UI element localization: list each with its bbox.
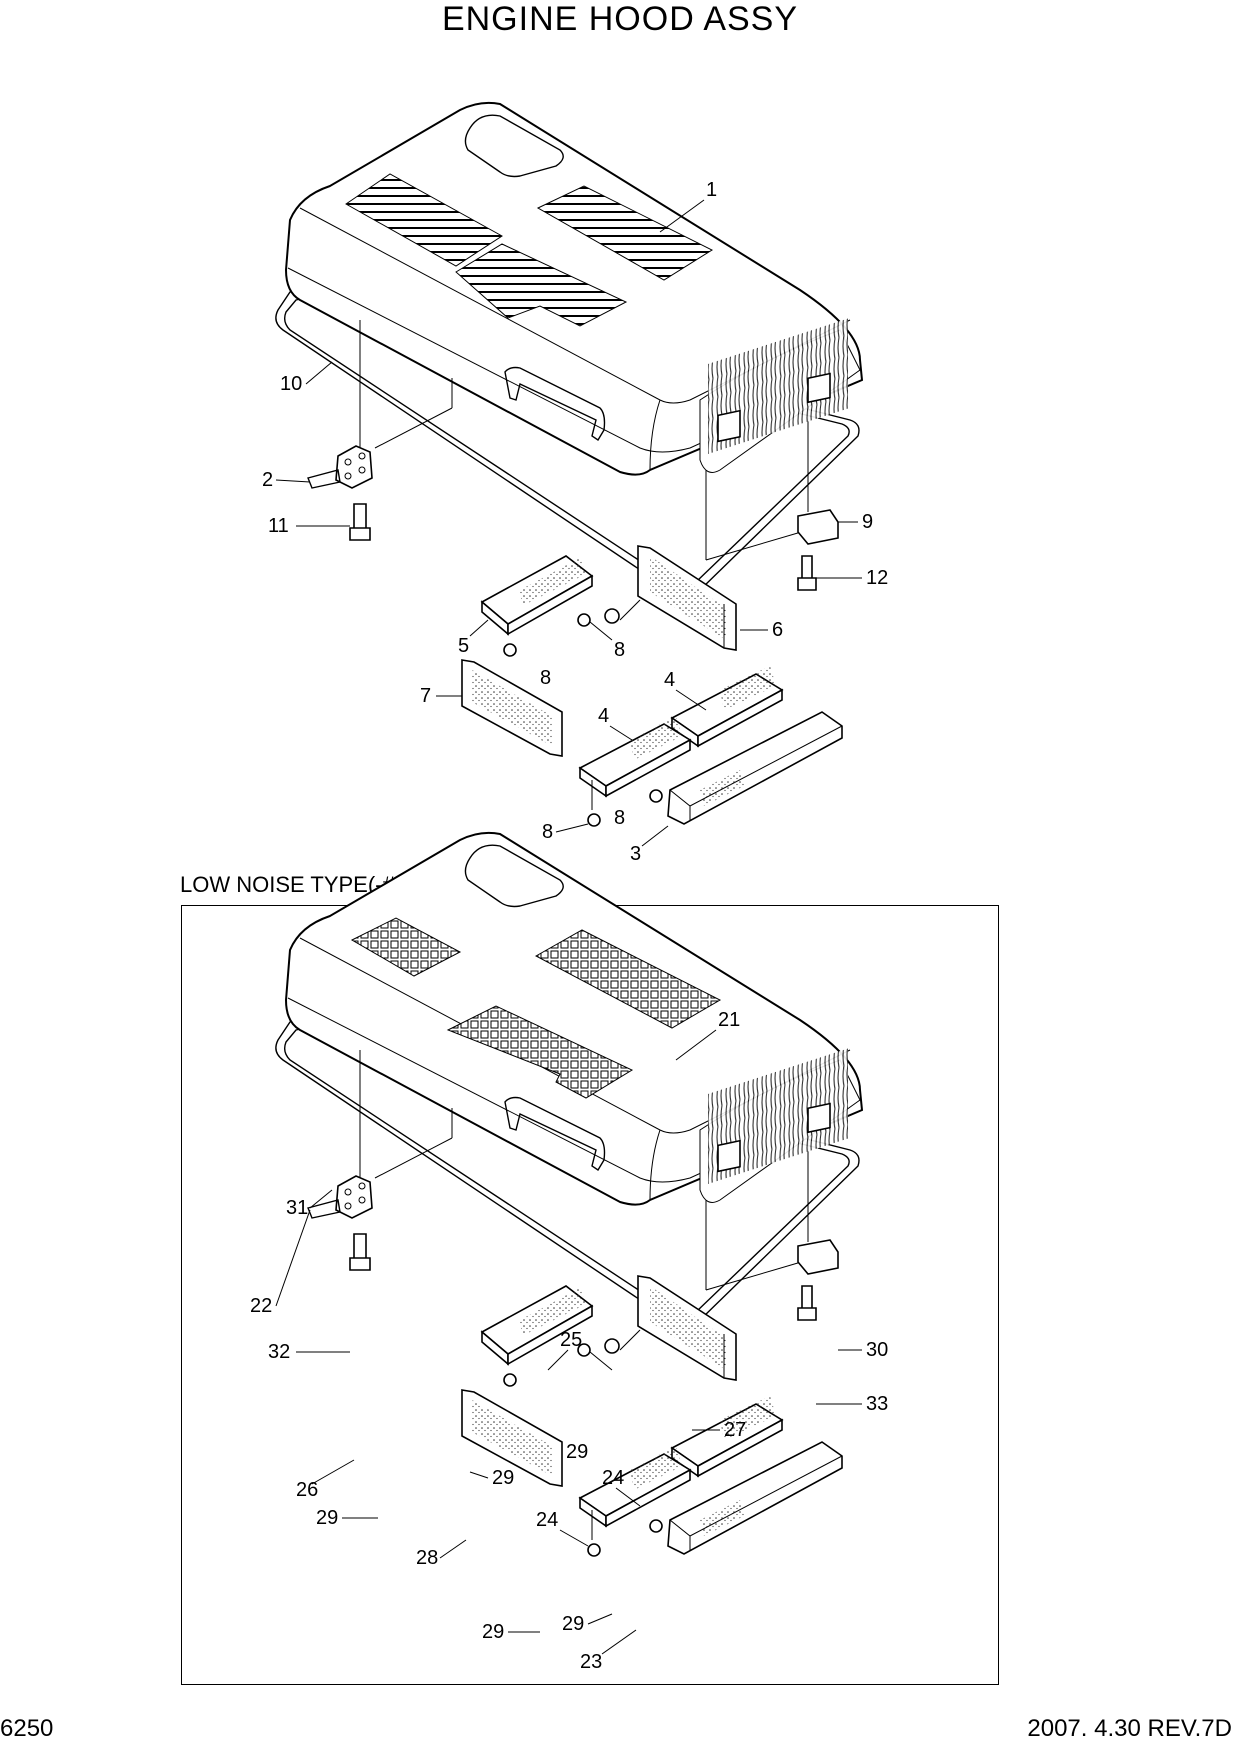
page-number: 6250	[0, 1715, 54, 1742]
callout-25: 25	[560, 1329, 582, 1351]
upper-hood-assembly	[274, 101, 864, 828]
callout-2: 2	[262, 469, 273, 491]
page-title: ENGINE HOOD ASSY	[441, 0, 799, 38]
callout-23: 23	[580, 1651, 602, 1673]
callouts-lower: 21 31 22 32 30 33 25 27 29 26 29 29 24 2…	[250, 1009, 888, 1673]
callout-8d: 8	[542, 821, 553, 843]
callout-3: 3	[630, 843, 641, 865]
callouts-upper: 1 10 2 11 9 12 5 8 6 8 7 4 4 8 8 3	[262, 179, 888, 865]
callout-1: 1	[706, 179, 717, 201]
callout-22: 22	[250, 1295, 272, 1317]
callout-9: 9	[862, 511, 873, 533]
callout-29d: 29	[562, 1613, 584, 1635]
callout-21: 21	[718, 1009, 740, 1031]
callout-24a: 24	[602, 1467, 624, 1489]
callout-12: 12	[866, 567, 888, 589]
callout-30: 30	[866, 1339, 888, 1361]
callout-33: 33	[866, 1393, 888, 1415]
callout-29e: 29	[482, 1621, 504, 1643]
callout-10: 10	[280, 373, 302, 395]
revision-date: 2007. 4.30 REV.7D	[1027, 1715, 1232, 1742]
callout-32: 32	[268, 1341, 290, 1363]
callout-24b: 24	[536, 1509, 558, 1531]
callout-29b: 29	[316, 1507, 338, 1529]
callout-27: 27	[724, 1419, 746, 1441]
callout-28: 28	[416, 1547, 438, 1569]
callout-8a: 8	[614, 639, 625, 661]
lower-hood-assembly	[274, 831, 864, 1557]
callout-4b: 4	[598, 705, 609, 727]
callout-7: 7	[420, 685, 431, 707]
callout-11: 11	[268, 515, 289, 537]
callout-31: 31	[286, 1197, 308, 1219]
callout-6: 6	[772, 619, 783, 641]
callout-29c: 29	[492, 1467, 514, 1489]
callout-8b: 8	[540, 667, 551, 689]
callout-5: 5	[458, 635, 469, 657]
callout-29a: 29	[566, 1441, 588, 1463]
callout-26: 26	[296, 1479, 318, 1501]
callout-8c: 8	[614, 807, 625, 829]
callout-4a: 4	[664, 669, 675, 691]
